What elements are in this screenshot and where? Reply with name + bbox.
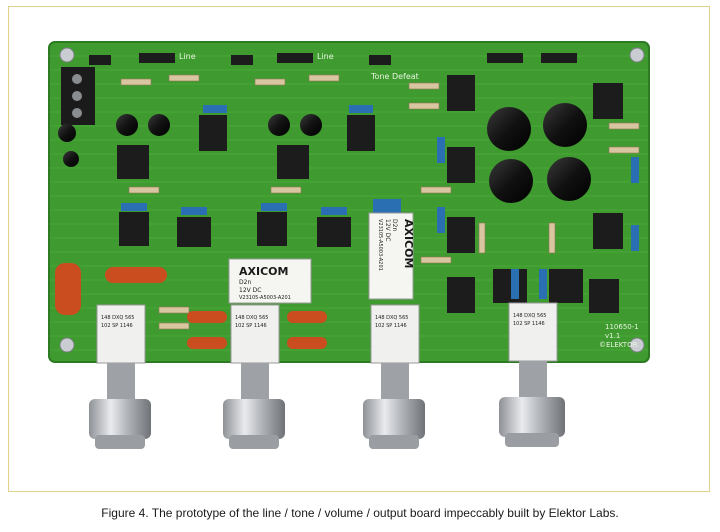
silk-line-right: Line xyxy=(317,52,334,61)
electrolytic-capacitors xyxy=(58,103,591,203)
relay-1-model: D2n xyxy=(239,279,251,286)
figure-frame: Line Line Tone Defeat xyxy=(8,6,710,492)
silk-tone-defeat: Tone Defeat xyxy=(370,72,419,81)
pot-3-line2: 102 SP 1146 xyxy=(375,323,407,329)
potentiometer-3: 148 DXQ 565 102 SP 1146 xyxy=(363,304,425,449)
relay-1-part: V23105-A5003-A201 xyxy=(239,295,291,301)
potentiometer-2: 148 DXQ 565 102 SP 1146 xyxy=(223,304,285,449)
screw-terminal xyxy=(61,67,95,125)
film-capacitors xyxy=(121,105,639,299)
silk-brand-mark: ©ELEKTOR xyxy=(599,341,638,349)
pot-1-line2: 102 SP 1146 xyxy=(101,323,133,329)
figure-caption: Figure 4. The prototype of the line / to… xyxy=(101,506,619,520)
relay-1: AXICOM D2n 12V DC V23105-A5003-A201 xyxy=(228,258,312,304)
pot-2-line2: 102 SP 1146 xyxy=(235,323,267,329)
mounting-holes xyxy=(59,47,645,353)
silk-line-left: Line xyxy=(179,52,196,61)
relay-2-rating: 12V DC xyxy=(384,219,391,241)
silk-board-version: v1.1 xyxy=(605,332,620,340)
relay-2-part: V23105-A5003-A201 xyxy=(377,219,383,271)
pot-4-line2: 102 SP 1146 xyxy=(513,321,545,327)
pot-3-line1: 148 DXQ 565 xyxy=(375,315,408,321)
silk-board-id: 110650-1 xyxy=(605,323,639,331)
ic-chips xyxy=(117,75,623,313)
relay-2-model: D2n xyxy=(391,219,398,231)
pcb-photo: Line Line Tone Defeat xyxy=(48,41,650,449)
pot-4-line1: 148 DXQ 565 xyxy=(513,313,546,319)
potentiometer-1: 148 DXQ 565 102 SP 1146 xyxy=(89,304,151,449)
orange-capacitors xyxy=(55,263,327,349)
relay-1-rating: 12V DC xyxy=(239,287,261,294)
pot-1-line1: 148 DXQ 565 xyxy=(101,315,134,321)
pin-headers xyxy=(89,53,577,65)
relay-2: AXICOM D2n 12V DC V23105-A5003-A201 xyxy=(368,212,415,300)
relay-2-brand: AXICOM xyxy=(402,219,415,268)
potentiometer-4: 148 DXQ 565 102 SP 1146 xyxy=(499,302,565,447)
resistors xyxy=(120,74,640,330)
relay-1-brand: AXICOM xyxy=(239,265,288,278)
pot-2-line1: 148 DXQ 565 xyxy=(235,315,268,321)
